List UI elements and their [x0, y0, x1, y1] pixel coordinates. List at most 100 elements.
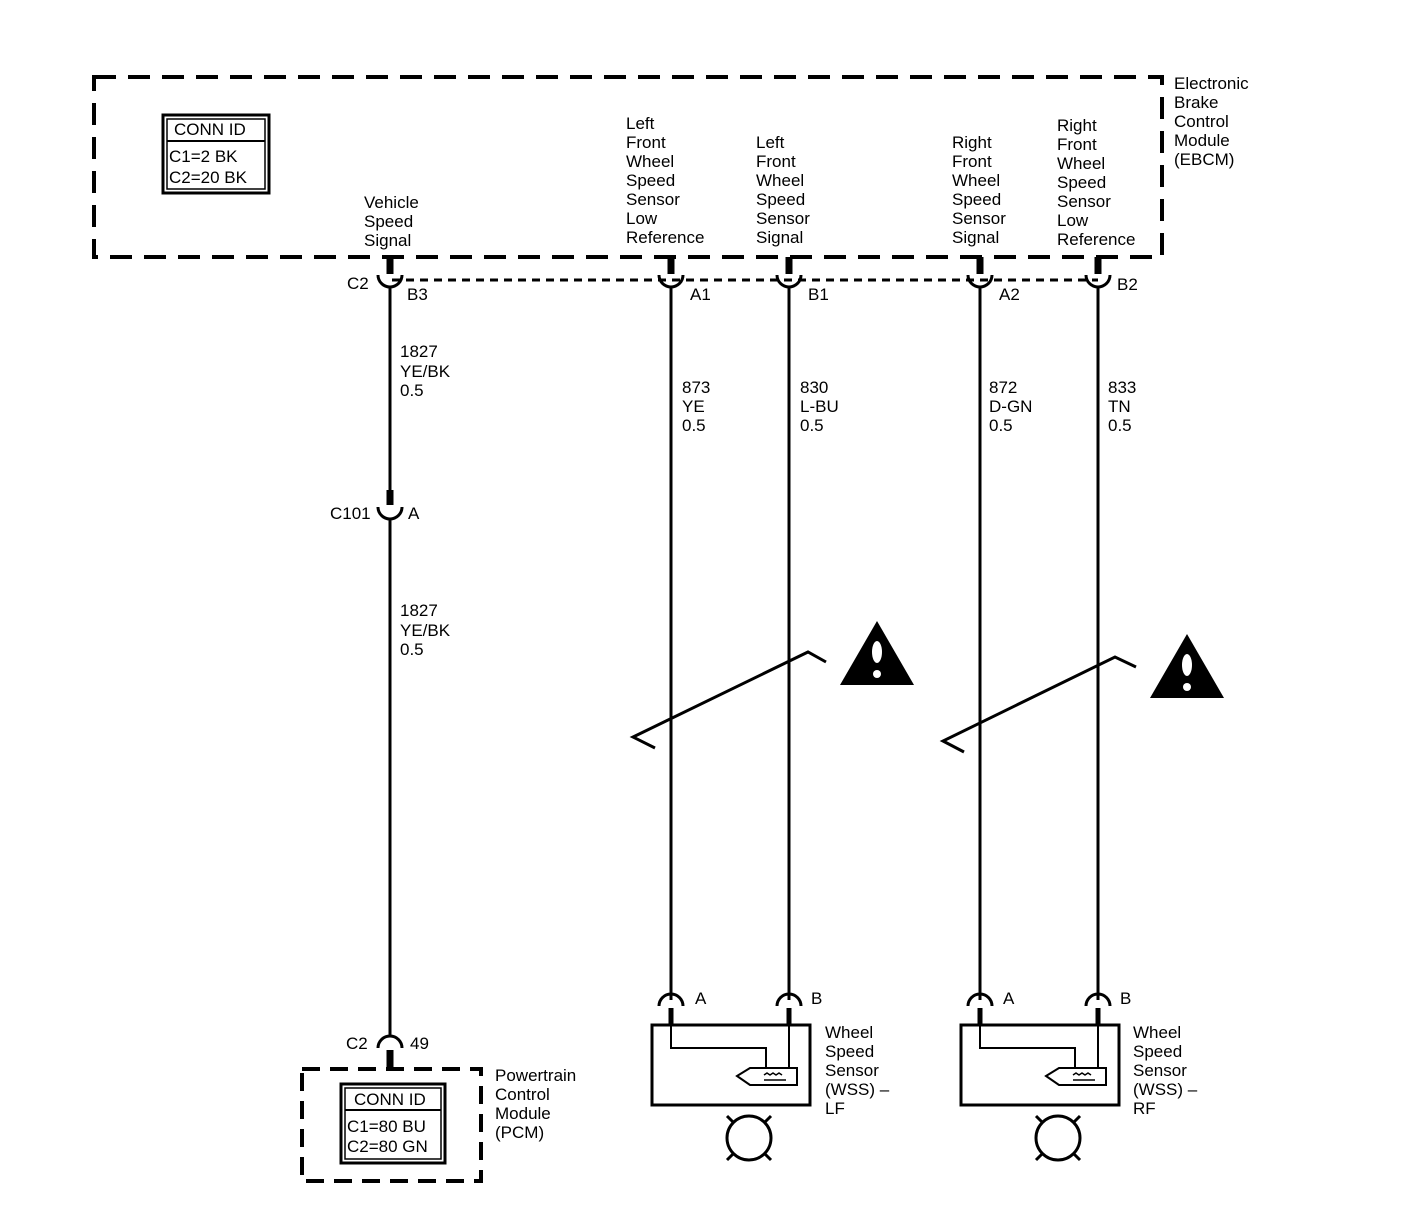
pin-label-rf-low: Right Front Wheel Speed Sensor Low Refer…: [1057, 116, 1135, 249]
ebcm-conn-id-box: CONN ID C1=2 BK C2=20 BK: [161, 113, 271, 195]
pin-label-line: Wheel: [952, 171, 1000, 190]
pin-label-line: Speed: [756, 190, 805, 209]
pcm-conn-id-line: C1=80 BU: [347, 1117, 426, 1136]
wires: [388, 287, 1100, 1035]
wire-label-line: 830: [800, 378, 828, 397]
wheel-speed-sensor-icon: [735, 1067, 798, 1086]
sensor-name-line: Wheel: [825, 1023, 873, 1042]
pin-number-b1: B1: [808, 285, 829, 304]
wire-label-line: YE/BK: [400, 362, 451, 381]
twisted-pair-icon: [629, 650, 827, 750]
pin-label-vss: Vehicle Speed Signal: [364, 193, 419, 250]
tone-wheel-icon: [725, 1114, 773, 1162]
pin-label-line: Low: [626, 209, 658, 228]
ebcm-name: Electronic Brake Control Module (EBCM): [1174, 74, 1249, 169]
sensor-name-line: RF: [1133, 1099, 1156, 1118]
wire-label-line: 833: [1108, 378, 1136, 397]
pin-number-a1: A1: [690, 285, 711, 304]
wheel-speed-sensor-rf: [959, 992, 1121, 1107]
sensor-rf-name: Wheel Speed Sensor (WSS) – RF: [1133, 1023, 1198, 1118]
wire-label-line: L-BU: [800, 397, 839, 416]
sensor-name-line: Speed: [825, 1042, 874, 1061]
pin-label-line: Wheel: [1057, 154, 1105, 173]
ebcm-name-line: Brake: [1174, 93, 1218, 112]
pin-label-line: Front: [626, 133, 666, 152]
wire-label-line: 873: [682, 378, 710, 397]
sensor-name-line: Sensor: [1133, 1061, 1187, 1080]
wire-label-line: 0.5: [682, 416, 706, 435]
pin-label-line: Front: [1057, 135, 1097, 154]
pin-label-line: Vehicle: [364, 193, 419, 212]
pcm-module-box: [300, 1067, 483, 1183]
pcm-connector-label: C2: [346, 1034, 368, 1053]
wheel-speed-sensor-lf: [650, 992, 812, 1107]
pcm-conn-id-line: C2=80 GN: [347, 1137, 428, 1156]
pin-label-line: Speed: [952, 190, 1001, 209]
pin-label-line: Left: [626, 114, 655, 133]
sensor-name-line: Speed: [1133, 1042, 1182, 1061]
pcm-name-line: (PCM): [495, 1123, 544, 1142]
wire-label-line: 0.5: [400, 381, 424, 400]
wire-label-lf-low: 873 YE 0.5: [682, 378, 710, 435]
ebcm-conn-id-title: CONN ID: [174, 120, 246, 139]
sensor-lf-pin-a: A: [695, 989, 707, 1008]
pcm-conn-id-box: CONN ID C1=80 BU C2=80 GN: [339, 1082, 447, 1165]
pin-label-line: Signal: [952, 228, 999, 247]
pin-number-b2: B2: [1117, 275, 1138, 294]
ebcm-conn-id-line: C1=2 BK: [169, 147, 238, 166]
ebcm-name-line: Module: [1174, 131, 1230, 150]
wire-label-line: 1827: [400, 601, 438, 620]
inline-connector-c101: [376, 490, 404, 521]
ebcm-connector-label: C2: [347, 274, 369, 293]
wire-label-lf-sig: 830 L-BU 0.5: [800, 378, 839, 435]
pin-label-lf-sig: Left Front Wheel Speed Sensor Signal: [756, 133, 810, 247]
pcm-conn-id-title: CONN ID: [354, 1090, 426, 1109]
wire-label-line: 0.5: [400, 640, 424, 659]
pin-label-line: Signal: [756, 228, 803, 247]
pin-label-line: Wheel: [626, 152, 674, 171]
pin-label-line: Right: [1057, 116, 1097, 135]
sensor-name-line: (WSS) –: [825, 1080, 890, 1099]
wire-label-vss-lower: 1827 YE/BK 0.5: [400, 601, 451, 659]
ebcm-conn-id-line: C2=20 BK: [169, 168, 248, 187]
caution-icon: [840, 621, 914, 685]
sensor-lf-name: Wheel Speed Sensor (WSS) – LF: [825, 1023, 890, 1118]
sensor-name-line: LF: [825, 1099, 845, 1118]
wire-label-line: 0.5: [800, 416, 824, 435]
pin-label-line: Low: [1057, 211, 1089, 230]
caution-icon: [1150, 634, 1224, 698]
wire-label-line: 1827: [400, 342, 438, 361]
pcm-terminal: [376, 1034, 404, 1068]
sensor-name-line: (WSS) –: [1133, 1080, 1198, 1099]
ebcm-name-line: (EBCM): [1174, 150, 1234, 169]
pin-label-rf-sig: Right Front Wheel Speed Sensor Signal: [952, 133, 1006, 247]
wire-label-rf-low: 833 TN 0.5: [1108, 378, 1136, 435]
pin-label-line: Sensor: [1057, 192, 1111, 211]
pcm-pin-number: 49: [410, 1034, 429, 1053]
wire-label-line: TN: [1108, 397, 1131, 416]
sensor-rf-pin-b: B: [1120, 989, 1131, 1008]
pin-label-line: Sensor: [952, 209, 1006, 228]
pcm-name-line: Module: [495, 1104, 551, 1123]
ebcm-pin-terminals: [376, 257, 1112, 289]
twisted-pair-icon: [939, 655, 1137, 754]
pin-label-line: Sensor: [626, 190, 680, 209]
ebcm-name-line: Electronic: [1174, 74, 1249, 93]
pin-label-line: Wheel: [756, 171, 804, 190]
pin-label-line: Front: [952, 152, 992, 171]
pin-label-line: Speed: [1057, 173, 1106, 192]
ebcm-module-box: [92, 75, 1164, 259]
pin-label-line: Speed: [626, 171, 675, 190]
wire-label-line: D-GN: [989, 397, 1032, 416]
inline-connector-pin: A: [408, 504, 420, 523]
wire-label-line: 0.5: [1108, 416, 1132, 435]
pin-number-b3: B3: [407, 285, 428, 304]
pin-label-line: Front: [756, 152, 796, 171]
pin-label-line: Reference: [1057, 230, 1135, 249]
pin-label-line: Speed: [364, 212, 413, 231]
wire-label-vss-upper: 1827 YE/BK 0.5: [400, 342, 451, 400]
pcm-name-line: Control: [495, 1085, 550, 1104]
pcm-name: Powertrain Control Module (PCM): [495, 1066, 576, 1142]
inline-connector-name: C101: [330, 504, 371, 523]
